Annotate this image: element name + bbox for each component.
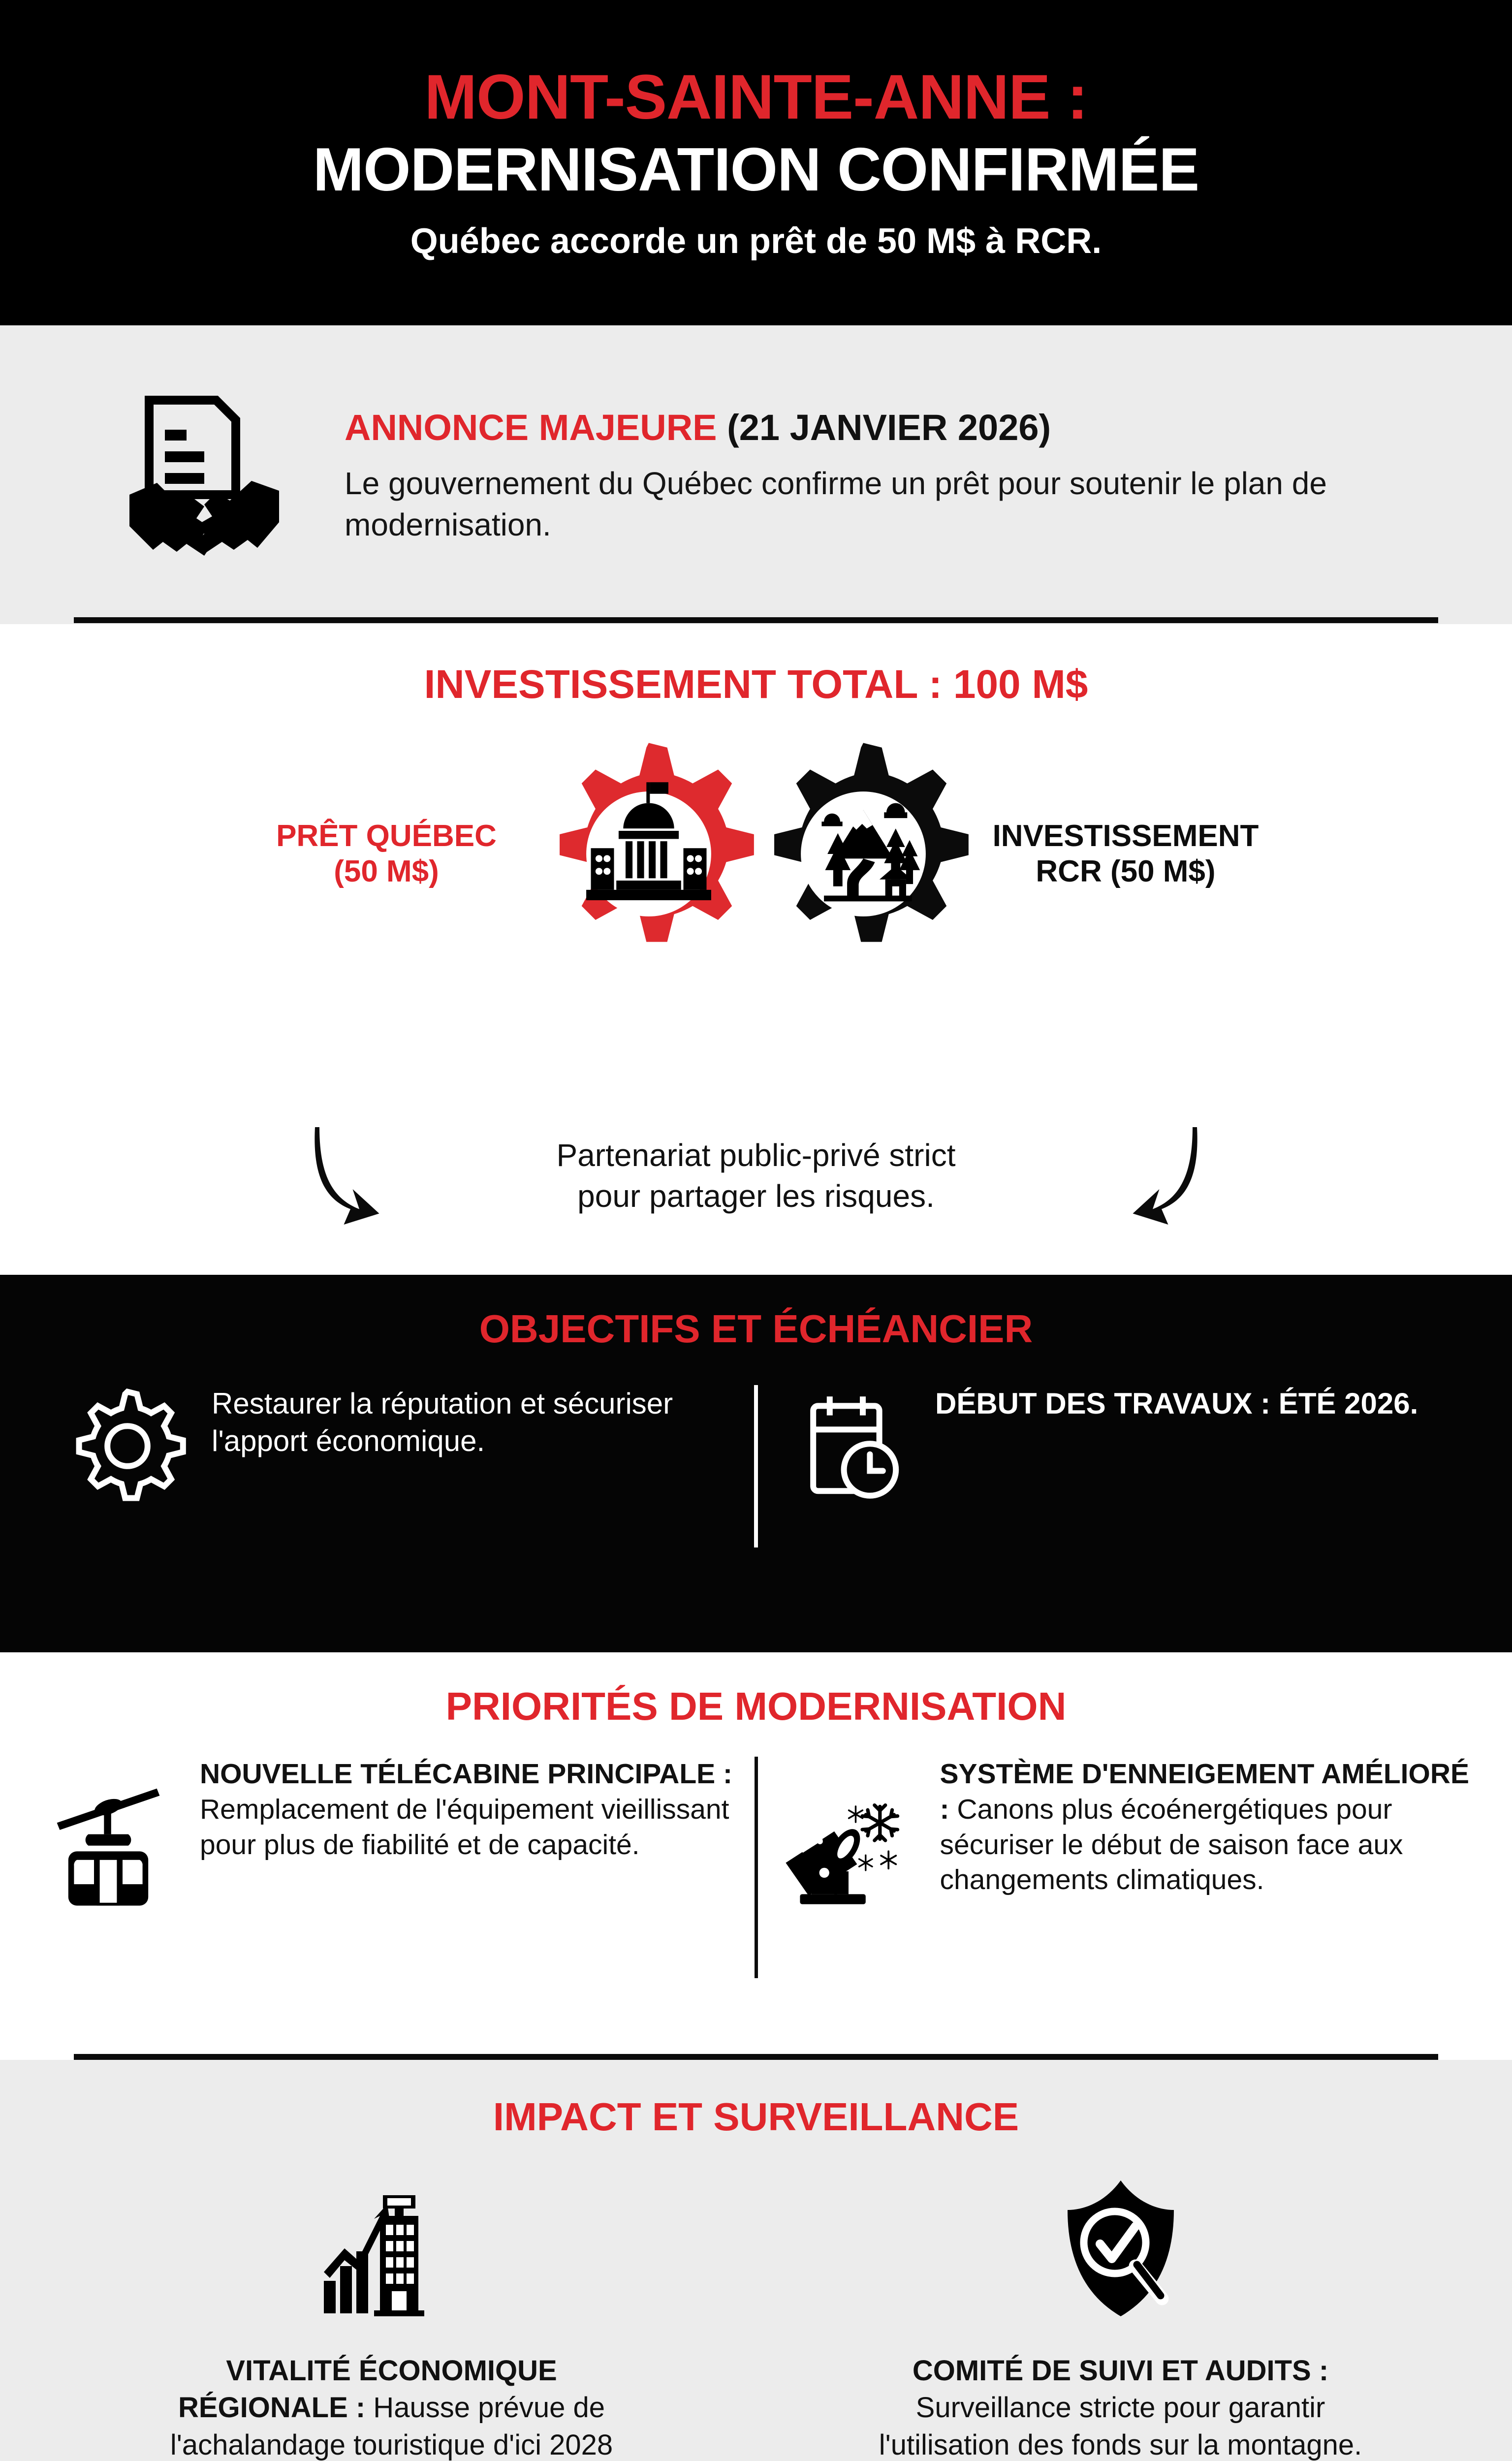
objective-text-reputation: Restaurer la réputation et sécuriser l'a… — [212, 1387, 673, 1457]
priority-snowmaking-bold: SYSTÈME D'ENNEIGEMENT AMÉLIORÉ : — [940, 1758, 1470, 1825]
priority-gondola-bold: NOUVELLE TÉLÉCABINE PRINCIPALE : — [200, 1758, 732, 1790]
priorities-section: PRIORITÉS DE MODERNISATION — [0, 1652, 1512, 2060]
curved-arrow-down-left-icon — [1056, 1119, 1214, 1232]
handshake-document-icon — [98, 377, 310, 573]
announcement-body: Le gouvernement du Québec confirme un pr… — [345, 465, 1327, 543]
impact-economy-rest: Hausse prévue de l'achalandage touristiq… — [170, 2392, 613, 2461]
objectives-section: OBJECTIFS ET ÉCHÉANCIER Restaurer la rép… — [0, 1275, 1512, 1652]
announcement-heading-date: (21 JANVIER 2026) — [717, 407, 1051, 448]
gear-icon — [66, 1385, 189, 1505]
snow-cannon-icon — [775, 1757, 922, 1914]
impact-divider-rule — [74, 2054, 1438, 2060]
investment-left-label-line1: PRÊT QUÉBEC — [276, 819, 497, 853]
government-building-gear-icon — [560, 743, 754, 942]
header-banner: MONT-SAINTE-ANNE : MODERNISATION CONFIRM… — [0, 0, 1512, 325]
page-subtitle: Québec accorde un prêt de 50 M$ à RCR. — [410, 221, 1102, 261]
objective-item-reputation: Restaurer la réputation et sécuriser l'a… — [54, 1385, 734, 1505]
mountain-landscape-gear-icon — [774, 743, 969, 942]
investment-title: INVESTISSEMENT TOTAL : 100 M$ — [424, 662, 1088, 707]
impact-text-audit: COMITÉ DE SUIVI ET AUDITS : Surveillance… — [875, 2352, 1367, 2461]
investment-right-label-line2: RCR (50 M$) — [1036, 854, 1216, 888]
shield-check-magnifier-icon — [1047, 2167, 1195, 2330]
announcement-heading-red: ANNONCE MAJEURE — [345, 407, 717, 448]
objectives-columns: Restaurer la réputation et sécuriser l'a… — [0, 1385, 1512, 1547]
objectives-title: OBJECTIFS ET ÉCHÉANCIER — [479, 1307, 1033, 1351]
impact-columns: VITALITÉ ÉCONOMIQUE RÉGIONALE : Hausse p… — [0, 2167, 1512, 2461]
impact-section: IMPACT ET SURVEILLANCE — [0, 2054, 1512, 2461]
priority-text-gondola: NOUVELLE TÉLÉCABINE PRINCIPALE : Remplac… — [200, 1757, 738, 1862]
partnership-line1: Partenariat public-privé strict — [556, 1137, 956, 1173]
impact-item-economy: VITALITÉ ÉCONOMIQUE RÉGIONALE : Hausse p… — [54, 2167, 729, 2461]
gondola-cable-car-icon — [34, 1757, 182, 1914]
investment-right-label-line1: INVESTISSEMENT — [992, 819, 1259, 853]
partnership-line2: pour partager les risques. — [577, 1178, 935, 1214]
investment-left-label: PRÊT QUÉBEC (50 M$) — [249, 819, 524, 889]
priority-snowmaking-rest: Canons plus écoénergétiques pour sécuris… — [940, 1793, 1403, 1896]
impact-economy-bold: VITALITÉ ÉCONOMIQUE RÉGIONALE : — [178, 2355, 557, 2424]
investment-gears-row: PRÊT QUÉBEC (50 M$) — [0, 738, 1512, 970]
objective-text-timeline: DÉBUT DES TRAVAUX : ÉTÉ 2026. — [935, 1387, 1418, 1420]
calendar-clock-icon — [789, 1385, 913, 1505]
page-title-line2: MODERNISATION CONFIRMÉE — [313, 135, 1199, 204]
impact-audit-bold: COMITÉ DE SUIVI ET AUDITS : — [912, 2355, 1329, 2387]
investment-section: INVESTISSEMENT TOTAL : 100 M$ PRÊT QUÉBE… — [0, 624, 1512, 1275]
objectives-column-divider — [754, 1385, 758, 1547]
priorities-column-divider — [754, 1757, 758, 1978]
priority-item-gondola: NOUVELLE TÉLÉCABINE PRINCIPALE : Remplac… — [34, 1757, 738, 1914]
objective-item-timeline: DÉBUT DES TRAVAUX : ÉTÉ 2026. — [778, 1385, 1458, 1505]
partnership-zone: Partenariat public-privé strict pour par… — [0, 1119, 1512, 1232]
impact-title: IMPACT ET SURVEILLANCE — [493, 2095, 1019, 2139]
announcement-heading: ANNONCE MAJEURE (21 JANVIER 2026) — [345, 407, 1453, 448]
announcement-text-block: ANNONCE MAJEURE (21 JANVIER 2026) Le gou… — [345, 404, 1453, 545]
impact-item-audit: COMITÉ DE SUIVI ET AUDITS : Surveillance… — [783, 2167, 1458, 2461]
priorities-columns: NOUVELLE TÉLÉCABINE PRINCIPALE : Remplac… — [0, 1757, 1512, 1978]
curved-arrow-down-right-icon — [298, 1119, 456, 1232]
impact-text-economy: VITALITÉ ÉCONOMIQUE RÉGIONALE : Hausse p… — [146, 2352, 638, 2461]
growth-chart-hotel-icon — [318, 2167, 466, 2330]
priorities-title: PRIORITÉS DE MODERNISATION — [445, 1684, 1067, 1728]
gear-pair — [533, 738, 979, 970]
impact-audit-rest: Surveillance stricte pour garantir l'uti… — [879, 2392, 1362, 2461]
page-title-line1: MONT-SAINTE-ANNE : — [424, 62, 1088, 133]
investment-right-label: INVESTISSEMENT RCR (50 M$) — [988, 819, 1263, 889]
priority-item-snowmaking: SYSTÈME D'ENNEIGEMENT AMÉLIORÉ : Canons … — [775, 1757, 1478, 1914]
investment-left-label-line2: (50 M$) — [334, 854, 439, 888]
priority-text-snowmaking: SYSTÈME D'ENNEIGEMENT AMÉLIORÉ : Canons … — [940, 1757, 1478, 1898]
partnership-text: Partenariat public-privé strict pour par… — [456, 1135, 1056, 1217]
priority-gondola-rest: Remplacement de l'équipement vieillissan… — [200, 1793, 729, 1861]
announcement-section: ANNONCE MAJEURE (21 JANVIER 2026) Le gou… — [0, 325, 1512, 624]
section-divider-rule — [74, 617, 1438, 623]
